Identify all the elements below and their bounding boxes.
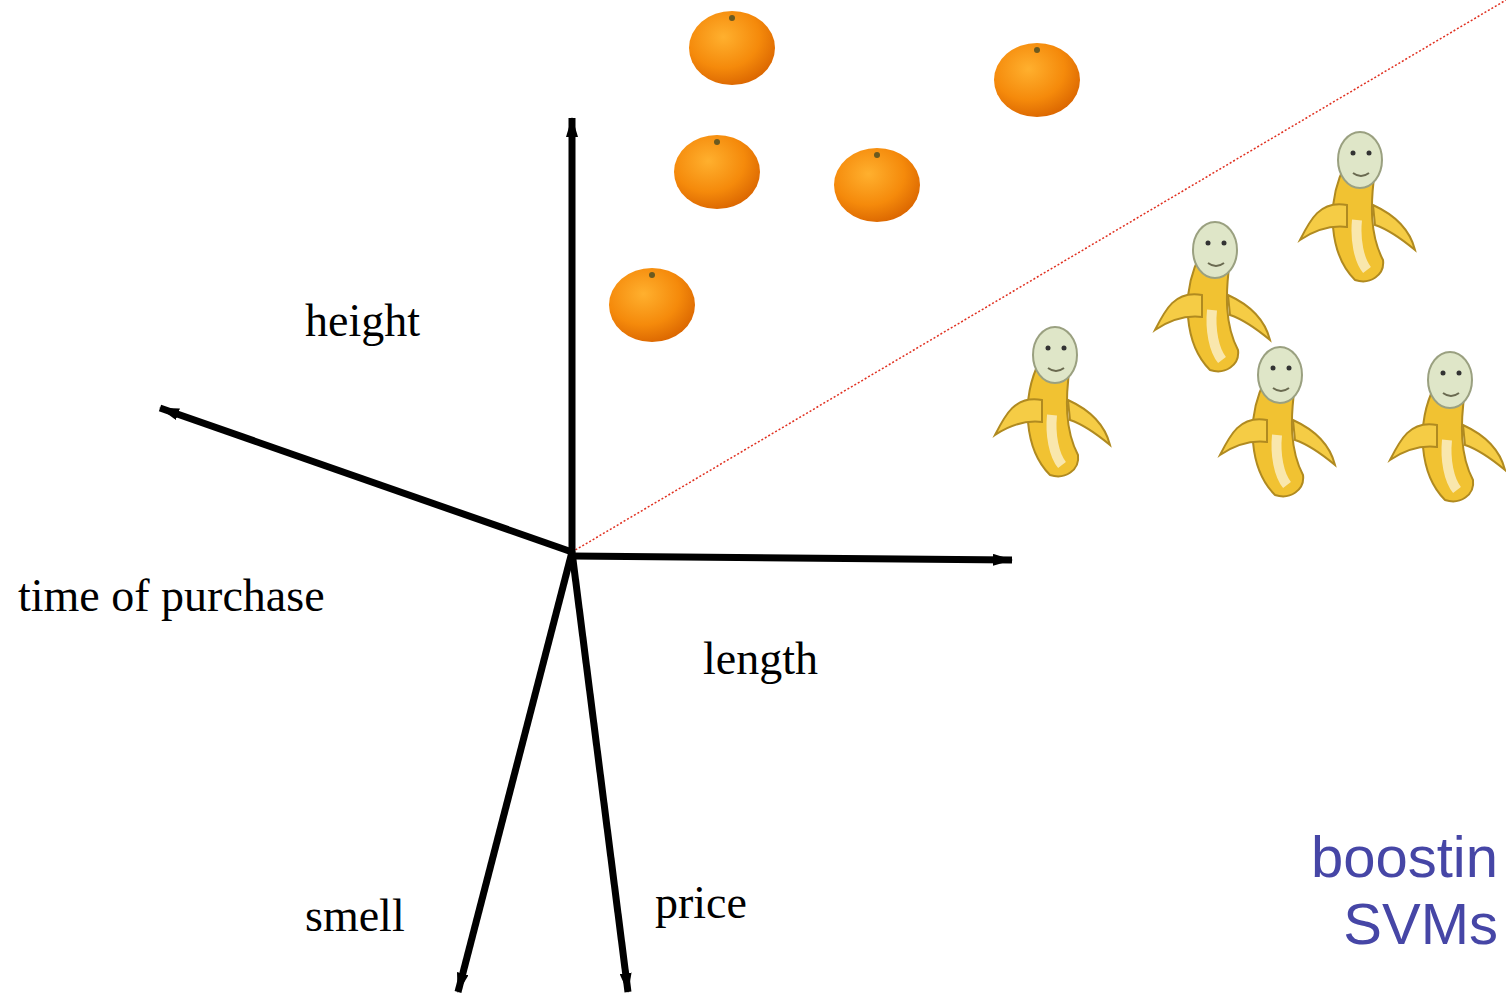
axis-label: time of purchase [18, 573, 325, 619]
oranges [609, 11, 1080, 342]
method-label: SVMs [1343, 895, 1498, 953]
axis-label: length [703, 636, 818, 682]
bananas [995, 132, 1505, 501]
separating-line [572, 0, 1506, 552]
axis-label: height [305, 298, 420, 344]
method-label: boostin [1311, 828, 1498, 886]
axis-label: smell [305, 893, 405, 939]
feature-axes [160, 118, 1012, 992]
axis-label: price [655, 880, 747, 926]
